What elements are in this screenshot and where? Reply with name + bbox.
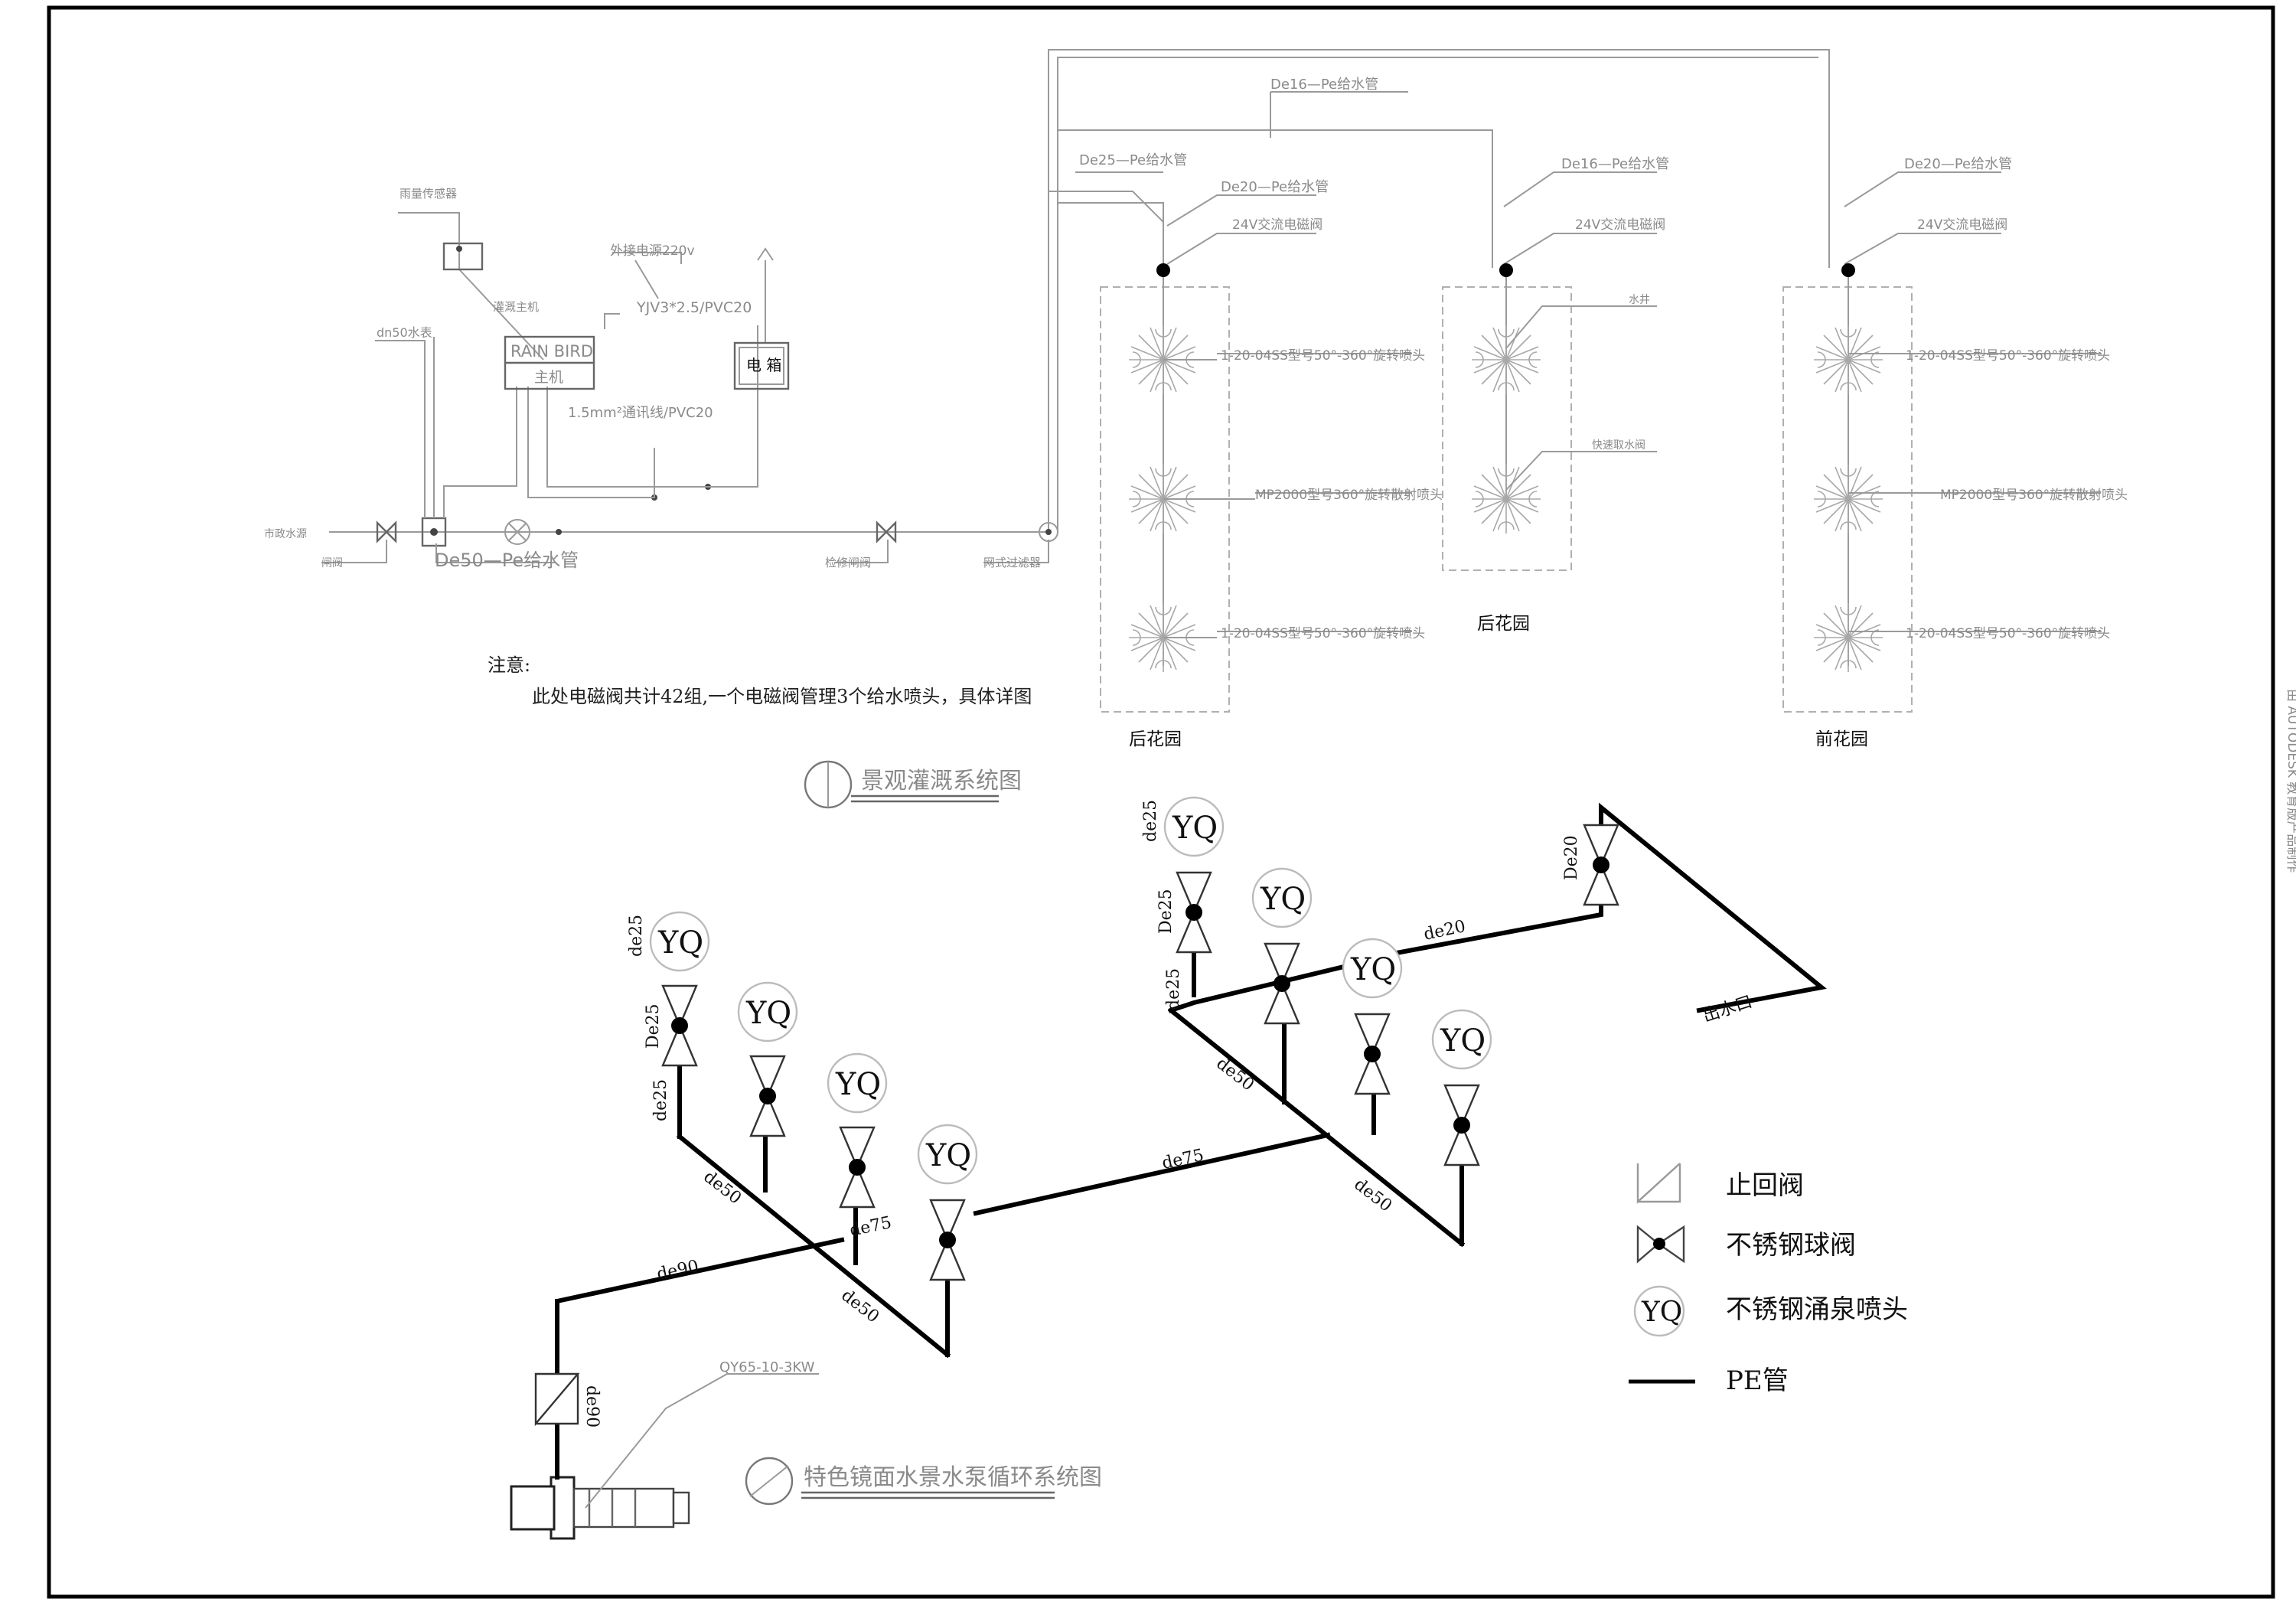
pipe-label: de50: [837, 1286, 882, 1327]
pipe-label: De20: [1562, 835, 1581, 880]
pipe-label: de90: [655, 1257, 700, 1284]
controller-sub-label: 主机: [534, 369, 563, 386]
spray-b1-label: 水井: [1629, 294, 1650, 306]
nozzle-yq: YQ: [1440, 1023, 1486, 1059]
nozzle-yq: YQ: [835, 1067, 881, 1102]
note-title: 注意:: [488, 654, 530, 676]
system1-number: 1: [825, 775, 840, 802]
irrigation-system: 雨量传感器 外接电源220v 灌溉主机 RAIN BIRD 主机 YJV3*2.…: [264, 49, 2128, 809]
spray-c2-label: MP2000型号360°旋转散射喷头: [1940, 488, 2128, 503]
check-valve-label: 检修闸阀: [825, 556, 871, 569]
rain-sensor-box: [442, 242, 484, 271]
legend-check-valve-label: 止回阀: [1726, 1170, 1804, 1201]
fountain-system: YQ YQ YQ YQ YQ YQ YQ YQ de25 De25 de25 d…: [510, 796, 1827, 1540]
pipe-de20-c: De20—Pe给水管: [1904, 156, 2012, 172]
zone-c-label: 前花园: [1815, 729, 1868, 749]
system2-title: 特色镜面水景水泵循环系统图: [804, 1464, 1102, 1491]
spray-c1-label: 1-20-04SS型号50°-360°旋转喷头: [1906, 348, 2110, 364]
dn50-label: dn50水表: [377, 325, 432, 340]
sheet-border: [47, 5, 2275, 1599]
autodesk-watermark: 由 AUTODESK 教育版产品制作: [2285, 689, 2296, 873]
legend-nozzle-symbol: YQ: [1641, 1297, 1682, 1328]
gate-valve-label: 闸阀: [321, 557, 343, 569]
legend-nozzle: YQ 不锈钢涌泉喷头: [1633, 1285, 1908, 1337]
pipe-de20-a: De20—Pe给水管: [1221, 179, 1329, 195]
nozzle-yq: YQ: [657, 925, 703, 961]
legend-check-valve: 止回阀: [1636, 1163, 1804, 1204]
pipe-label: de75: [1160, 1146, 1205, 1173]
outlet-label: 出水口: [1701, 993, 1755, 1026]
cable1-label: YJV3*2.5/PVC20: [636, 299, 752, 316]
filter-label: 网式过滤器: [983, 556, 1041, 569]
pump-model-label: QY65-10-3KW: [719, 1359, 815, 1375]
zone-b-label: 后花园: [1477, 614, 1530, 634]
controller-label: 灌溉主机: [493, 300, 539, 314]
legend-pe-pipe: PE管: [1629, 1365, 1789, 1396]
legend-nozzle-label: 不锈钢涌泉喷头: [1726, 1294, 1908, 1325]
main-pipe-label: De50—Pe给水管: [435, 550, 579, 571]
nozzle-yq: YQ: [1260, 882, 1306, 917]
cable2-label: 1.5mm²通讯线/PVC20: [568, 405, 713, 421]
pipe-label: De25: [644, 1003, 663, 1049]
pump: [510, 1373, 819, 1540]
outdoor-power-label: 外接电源220v: [610, 243, 695, 259]
electric-box: [733, 341, 790, 390]
system1-title: 景观灌溉系统图: [861, 768, 1022, 794]
note-body: 此处电磁阀共计42组,一个电磁阀管理3个给水喷头，具体详图: [532, 686, 1032, 707]
pipe-label: de25: [1164, 968, 1183, 1010]
rainbird-brand: RAIN BIRD: [510, 342, 593, 361]
water-source-label: 市政水源: [264, 527, 307, 540]
pipe-de16-b: De16—Pe给水管: [1561, 156, 1669, 172]
spray-a3-label: 1-20-04SS型号50°-360°旋转喷头: [1221, 626, 1425, 641]
legend: 止回阀 不锈钢球阀 YQ 不锈钢涌泉喷头 PE管: [1629, 1163, 1908, 1396]
pipe-label: de25: [1141, 800, 1160, 842]
electric-box-label: 电 箱: [746, 356, 781, 374]
pipe-label: De25: [1156, 889, 1176, 934]
nozzle-yq: YQ: [925, 1138, 971, 1173]
nozzle-yq: YQ: [1350, 952, 1396, 987]
pipe-label: de90: [582, 1385, 602, 1427]
spray-a2-label: MP2000型号360°旋转散射喷头: [1255, 488, 1443, 503]
pipe-label: de25: [627, 915, 646, 957]
spray-a1-label: 1-20-04SS型号50°-360°旋转喷头: [1221, 348, 1425, 364]
system2-number: 2: [765, 1468, 780, 1495]
pipe-de25: De25—Pe给水管: [1079, 152, 1187, 168]
nozzle-yq: YQ: [1172, 811, 1218, 846]
legend-ball-valve-label: 不锈钢球阀: [1726, 1230, 1856, 1261]
valve-c-label: 24V交流电磁阀: [1917, 217, 2007, 233]
nozzle-yq: YQ: [745, 996, 791, 1031]
valve-b-label: 24V交流电磁阀: [1575, 217, 1665, 233]
pipe-de16-top: De16—Pe给水管: [1270, 77, 1378, 93]
valve-a-label: 24V交流电磁阀: [1232, 217, 1322, 233]
zone-a-label: 后花园: [1129, 729, 1182, 749]
spray-b2-label: 快速取水阀: [1592, 439, 1645, 452]
pipe-label: de50: [1350, 1175, 1395, 1216]
legend-pe-pipe-label: PE管: [1726, 1365, 1789, 1396]
system2-number-circle: [745, 1457, 794, 1506]
pipe-label: de25: [651, 1079, 670, 1121]
rain-sensor-label: 雨量传感器: [400, 187, 457, 201]
legend-ball-valve: 不锈钢球阀: [1636, 1225, 1856, 1264]
spray-c3-label: 1-20-04SS型号50°-360°旋转喷头: [1906, 626, 2110, 641]
